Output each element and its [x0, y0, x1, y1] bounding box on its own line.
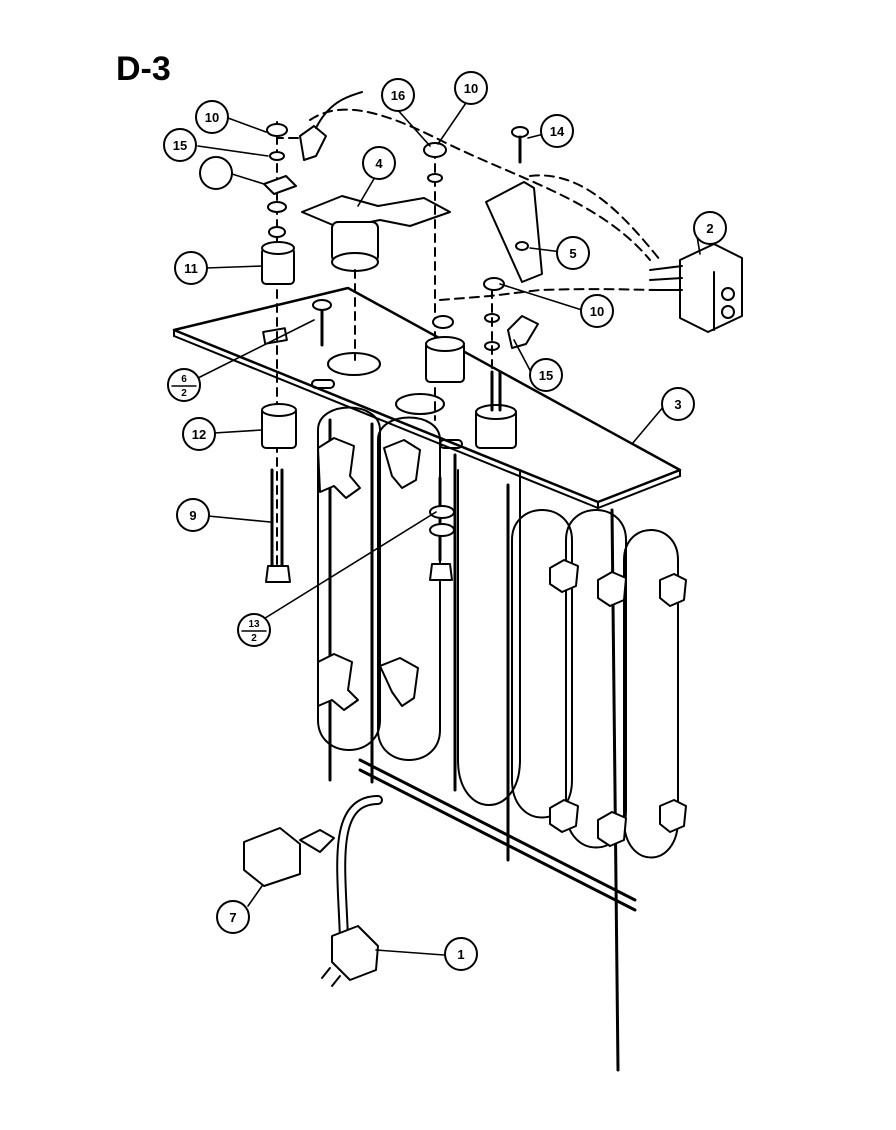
power-cord-part-1 [321, 795, 383, 987]
ceramic-insulators [317, 437, 687, 847]
callout-11: 11 [174, 251, 208, 285]
wire-lug-right [507, 315, 539, 349]
callout-12: 12 [182, 417, 216, 451]
callout-7: 7 [216, 900, 250, 934]
svg-text:10: 10 [590, 304, 604, 319]
callout-10-top: 10 [454, 71, 488, 105]
bracket-part-5 [485, 181, 543, 283]
svg-text:2: 2 [706, 221, 713, 236]
callout-1: 1 [444, 937, 478, 971]
callout-6-over-2: 6 2 [167, 368, 201, 402]
callouts: 10 15 11 6 2 12 9 13 2 4 16 10 14 5 [163, 71, 727, 971]
svg-text:2: 2 [181, 388, 187, 399]
callout-3: 3 [661, 387, 695, 421]
center-terminal-stack [423, 142, 465, 421]
callout-10-right: 10 [580, 294, 614, 328]
wire-lug-top [299, 91, 363, 161]
callout-15-top: 14 [540, 114, 574, 148]
right-terminal-post [475, 277, 517, 449]
svg-text:9: 9 [189, 508, 196, 523]
svg-text:10: 10 [205, 110, 219, 125]
callout-9: 9 [176, 498, 210, 532]
svg-text:15: 15 [539, 368, 553, 383]
svg-text:7: 7 [229, 910, 236, 925]
callout-5: 5 [556, 236, 590, 270]
callout-16-left: 15 [163, 128, 197, 162]
mounting-plate [172, 286, 682, 509]
callout-14 [199, 156, 233, 190]
heater-frame [328, 418, 637, 1072]
svg-text:10: 10 [464, 81, 478, 96]
svg-text:11: 11 [184, 261, 198, 276]
left-terminal-stack [261, 121, 297, 583]
wire-routes [277, 108, 661, 301]
callout-16-top: 16 [381, 78, 415, 112]
bolt-part-13 [429, 476, 455, 581]
connector-part-7 [243, 827, 335, 887]
svg-text:5: 5 [569, 246, 576, 261]
diagram-title: D-3 [116, 50, 171, 88]
heater-coils [317, 406, 679, 859]
screw-part-15 [511, 126, 529, 164]
svg-text:15: 15 [173, 138, 187, 153]
svg-text:2: 2 [251, 633, 257, 644]
svg-text:6: 6 [181, 374, 187, 385]
callout-15-right: 15 [529, 358, 563, 392]
terminal-block-part-2 [649, 243, 743, 333]
svg-text:12: 12 [192, 427, 206, 442]
callout-4: 4 [362, 146, 396, 180]
svg-text:3: 3 [674, 397, 681, 412]
svg-text:16: 16 [391, 88, 405, 103]
callout-2: 2 [693, 211, 727, 245]
svg-text:13: 13 [248, 619, 260, 630]
callout-10-left: 10 [195, 100, 229, 134]
screw-part-6 [312, 299, 332, 347]
thermostat-part-4 [301, 195, 451, 361]
svg-text:4: 4 [375, 156, 383, 171]
svg-text:1: 1 [457, 947, 464, 962]
svg-text:14: 14 [550, 124, 565, 139]
callout-13-over-2: 13 2 [237, 613, 271, 647]
